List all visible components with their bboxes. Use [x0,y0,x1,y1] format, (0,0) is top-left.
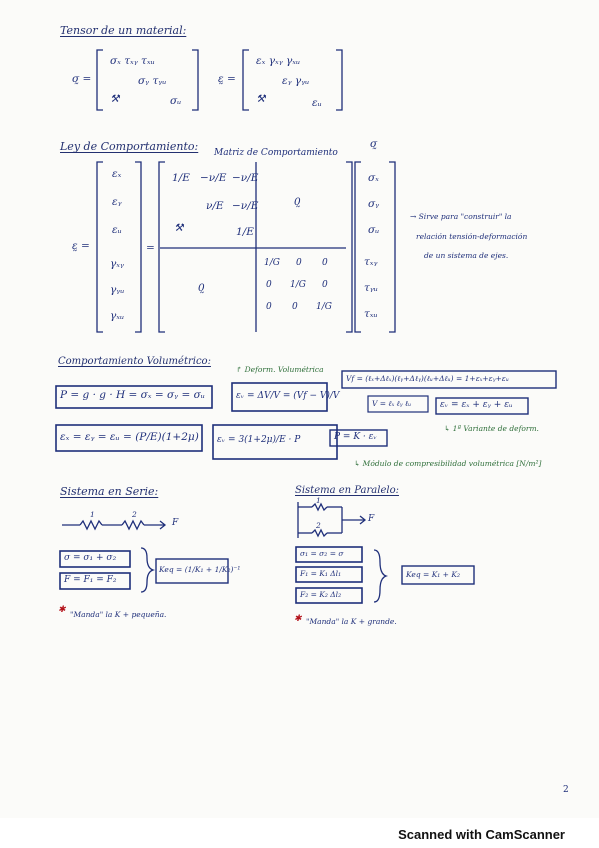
matrix-lr-0-2: 0 [322,258,328,268]
serie-spring-label-2: 2 [132,510,137,519]
tensor-eps-row-3: εᵤ [312,97,322,109]
serie-spring-label-1: 1 [90,510,95,519]
tensor-sigma-row-2: σᵧ τᵧᵤ [138,75,167,87]
serie-asterisk-icon: ✱ [58,605,66,615]
paralelo-asterisk-icon: ✱ [294,614,302,624]
matrix-symmetry-icon: ⚒ [174,222,184,234]
page-number: 2 [563,785,569,795]
ley-note-line-3: de un sistema de ejes. [424,251,509,260]
matrix-ul-1-1: ν/E [206,200,224,212]
sigma-vector-0: σₓ [368,172,379,184]
serie-note: "Manda" la K + pequeña. [70,610,167,619]
eq-ev: εᵥ = ΔV/V = (Vf − V)/V [236,391,340,401]
paralelo-eq-keq: Keq = K₁ + K₂ [406,570,460,579]
eps-vector-3: γₓᵧ [110,258,124,270]
matrix-lr-2-0: 0 [266,302,272,312]
tensor-sigma-row-3: σᵤ [170,95,182,107]
matrix-lr-0-0: 1/G [264,258,280,268]
eq-ev3: εᵥ = 3(1+2μ)/E · P [217,435,301,445]
tensor-sigma-symmetry-icon: ⚒ [110,93,120,105]
matrix-ul-1-2: −ν/E [232,200,259,212]
eq-pk: P = K · εᵥ [334,432,377,442]
serie-eq-f: F = F₁ = F₂ [64,575,117,585]
tensor-eps-lhs: ε̰ = [218,73,236,85]
eq-exyz: εₓ = εᵧ = εᵤ = (P/E)(1+2μ) [60,431,199,443]
ley-note-line-2: relación tensión-deformación [416,232,528,241]
sigma-vector-3: τₓᵧ [364,256,378,268]
ley-equals: = [146,242,155,254]
sigma-vector-5: τₓᵤ [364,308,378,320]
matrix-zero-upper-right: 0̰ [294,196,301,208]
eps-vector-0: εₓ [112,168,122,180]
tensor-sigma-lhs: σ̰ = [72,73,92,85]
sigma-vector-2: σᵤ [368,224,380,236]
matrix-label: Matriz de Comportamiento [214,148,338,158]
modulo-note: ↳ Módulo de compresibilidad volumétrica … [354,459,542,468]
matrix-ul-0-0: 1/E [172,172,190,184]
eps-vector-4: γᵧᵤ [110,284,125,296]
scanner-footer-text: Scanned with CamScanner [398,827,565,842]
sigma-vector-4: τᵧᵤ [364,282,378,294]
eq-p: P = g · g · H = σₓ = σᵧ = σᵤ [60,389,205,401]
eq-vf: Vf = (ℓₓ+Δℓₓ)(ℓᵧ+Δℓᵧ)(ℓᵤ+Δℓᵤ) = 1+εₓ+εᵧ+… [346,374,509,383]
matrix-ul-0-1: −ν/E [200,172,227,184]
matrix-ul-0-2: −ν/E [232,172,259,184]
deform-volumetrica-note: ↱ Deform. Volumétrica [236,365,324,374]
scanner-footer: Scanned with CamScanner [0,818,599,848]
paralelo-spring-label-2: 2 [316,521,321,530]
matrix-lr-2-2: 1/G [316,302,332,312]
ley-eps-lhs: ε̰ = [72,240,90,252]
eps-vector-5: γₓᵤ [110,310,125,322]
invariante-note: ↳ 1ª Variante de deform. [444,424,539,433]
paralelo-note: "Manda" la K + grande. [306,617,397,626]
paralelo-eq-sigma: σ₁ = σ₂ = σ [300,549,344,558]
matrix-ul-2-2: 1/E [236,226,254,238]
eps-vector-1: εᵧ [112,196,122,208]
ley-note-line-1: → Sirve para "construir" la [410,212,512,221]
paralelo-spring-label-1: 1 [316,496,321,505]
sigma-vector-1: σᵧ [368,198,380,210]
volumetrico-title: Comportamiento Volumétrico: [58,356,211,367]
sigma-top-label: σ̰ [370,138,378,150]
matrix-lr-1-2: 0 [322,280,328,290]
eq-ev-sum: εᵥ = εₓ + εᵧ + εᵤ [440,400,513,410]
paralelo-eq-f1: F₁ = K₁ Δl₁ [300,569,342,578]
paralelo-title: Sistema en Paralelo: [295,485,399,496]
serie-eq-keq: Keq = (1/K₁ + 1/K₂)⁻¹ [159,565,241,574]
matrix-zero-lower-left: 0̰ [198,282,205,294]
serie-title: Sistema en Serie: [60,485,159,498]
matrix-lr-2-1: 0 [292,302,298,312]
paralelo-eq-f2: F₂ = K₂ Δl₂ [300,590,342,599]
eq-v: V = ℓₓ ℓᵧ ℓᵤ [372,399,412,408]
matrix-lr-1-1: 1/G [290,280,306,290]
eps-vector-2: εᵤ [112,224,122,236]
paralelo-force: F [368,514,375,524]
matrix-lr-0-1: 0 [296,258,302,268]
tensor-eps-row-1: εₓ γₓᵧ γₓᵤ [256,55,301,67]
tensor-sigma-row-1: σₓ τₓᵧ τₓᵤ [110,55,155,67]
tensor-eps-symmetry-icon: ⚒ [256,93,266,105]
tensor-title: Tensor de un material: [60,24,187,37]
ley-title: Ley de Comportamiento: [60,140,199,153]
serie-force: F [172,518,179,528]
serie-eq-sigma: σ = σ₁ + σ₂ [64,553,117,563]
tensor-eps-row-2: εᵧ γᵧᵤ [282,75,310,87]
matrix-lr-1-0: 0 [266,280,272,290]
